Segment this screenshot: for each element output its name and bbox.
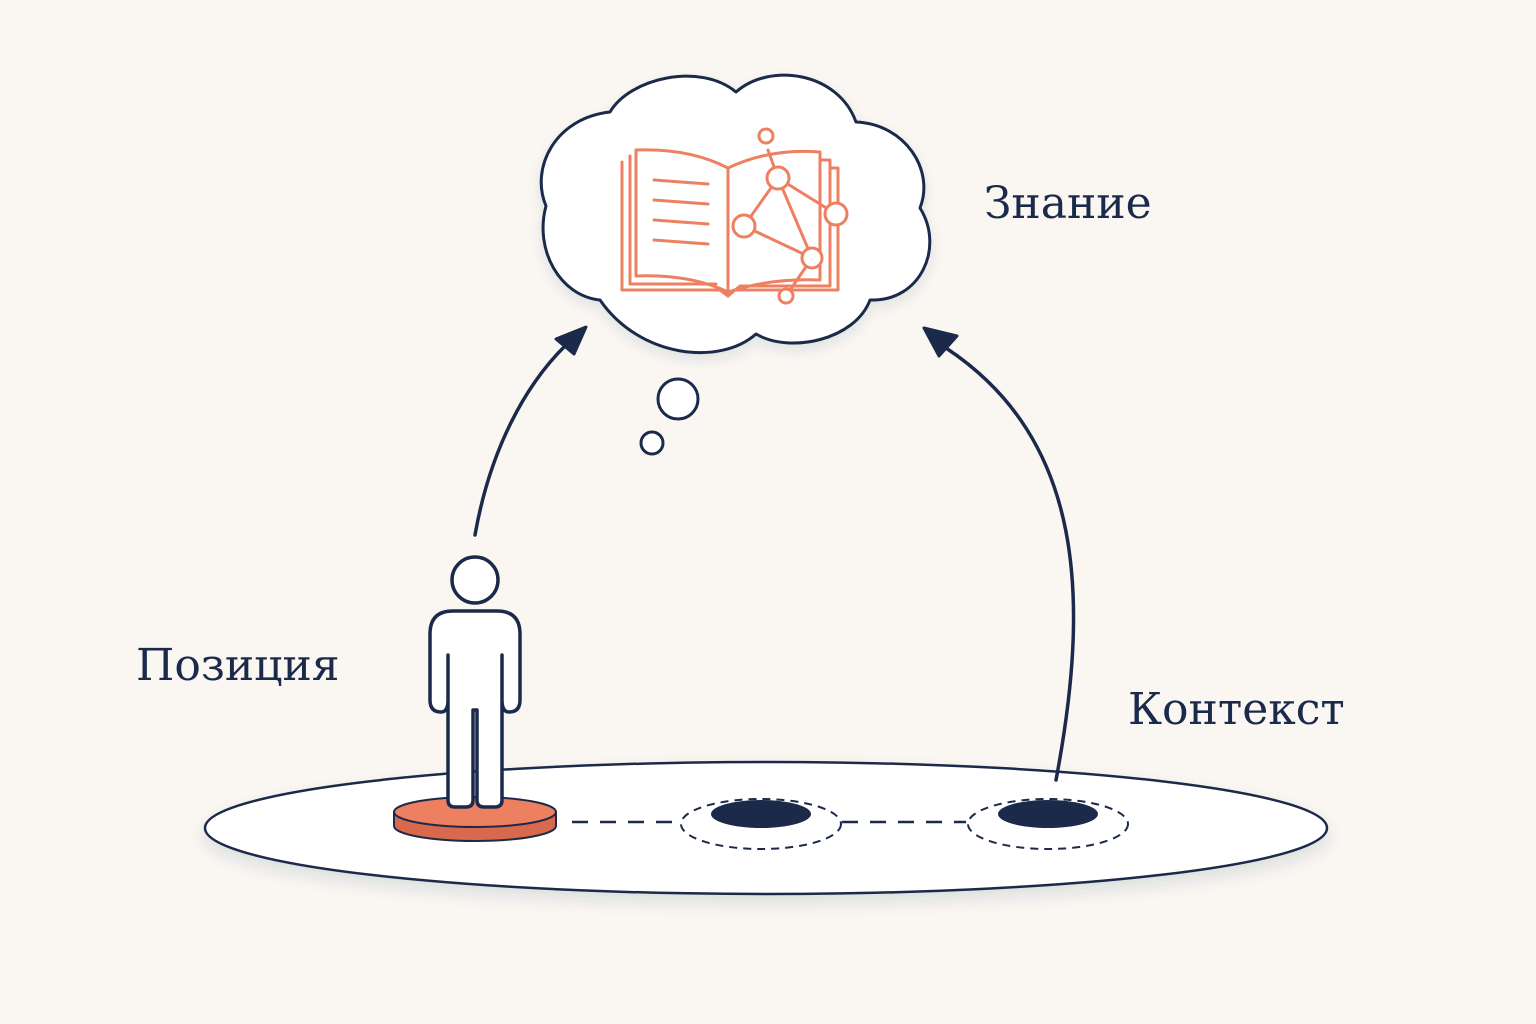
thought-bubble-small (639, 430, 665, 456)
label-knowledge: Знание (984, 178, 1152, 229)
context-hole-middle (680, 798, 842, 850)
person-icon (428, 555, 522, 809)
arrow-position-to-knowledge (473, 325, 588, 537)
label-position: Позиция (136, 640, 340, 691)
network-graph-icon (731, 127, 849, 305)
thought-bubble-large (656, 377, 700, 421)
ground-plane (203, 760, 1329, 896)
open-book-icon (620, 148, 840, 298)
label-context: Контекст (1128, 684, 1345, 735)
position-marker-icon (393, 796, 557, 842)
context-hole-right (967, 798, 1129, 850)
arrow-context-to-knowledge (922, 326, 1076, 782)
